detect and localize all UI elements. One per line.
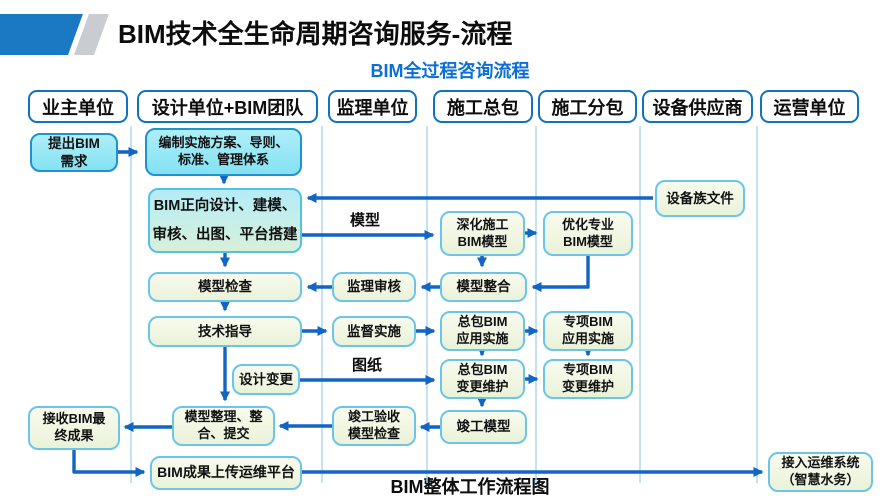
lane-header-owner: 业主单位 <box>28 90 128 123</box>
node-upload-om-platform: BIM成果上传运维平台 <box>150 456 302 490</box>
node-special-change: 专项BIM 变更维护 <box>543 359 633 399</box>
edge-label-drawing: 图纸 <box>351 357 382 374</box>
node-supervision-review: 监理审核 <box>332 272 416 302</box>
edge-label-model: 模型 <box>349 212 380 229</box>
node-forward-design: BIM正向设计、建模、 审核、出图、平台搭建 <box>148 188 302 253</box>
node-model-tidy-submit: 模型整理、整 合、提交 <box>172 406 275 446</box>
node-model-integrate: 模型整合 <box>440 272 527 302</box>
node-deepen-bim-model: 深化施工 BIM模型 <box>440 211 525 256</box>
node-tech-guidance: 技术指导 <box>148 316 302 347</box>
node-family-file: 设备族文件 <box>655 180 745 217</box>
page-subtitle: BIM全过程咨询流程 <box>370 61 530 81</box>
node-model-check: 模型检查 <box>148 272 302 302</box>
diagram-caption: BIM整体工作流程图 <box>390 477 550 497</box>
flow-arrows <box>72 147 764 477</box>
node-gc-change: 总包BIM 变更维护 <box>440 359 525 399</box>
node-compile-plan: 编制实施方案、导则、 标准、管理体系 <box>145 128 302 176</box>
lane-header-sub: 施工分包 <box>538 90 637 123</box>
page-title: BIM技术全生命周期咨询服务-流程 <box>118 19 513 49</box>
node-om-system: 接入运维系统 （智慧水务） <box>768 452 873 492</box>
lane-header-supervision: 监理单位 <box>328 90 417 123</box>
lane-header-equipment: 设备供应商 <box>642 90 753 123</box>
lane-header-gc: 施工总包 <box>433 90 533 123</box>
node-special-apply: 专项BIM 应用实施 <box>543 311 633 351</box>
node-completion-check: 竣工验收 模型检查 <box>332 406 416 446</box>
lane-lines <box>130 126 758 483</box>
node-asbuilt-model: 竣工模型 <box>440 410 527 444</box>
node-gc-apply: 总包BIM 应用实施 <box>440 311 525 351</box>
node-propose-bim-need: 提出BIM 需求 <box>30 133 118 172</box>
node-supervise-impl: 监督实施 <box>332 316 416 347</box>
node-receive-results: 接收BIM最 终成果 <box>28 406 120 450</box>
lane-header-operations: 运营单位 <box>760 90 859 123</box>
node-optimize-bim-model: 优化专业 BIM模型 <box>543 211 633 256</box>
lane-header-design: 设计单位+BIM团队 <box>137 90 318 123</box>
node-design-change: 设计变更 <box>232 364 300 395</box>
